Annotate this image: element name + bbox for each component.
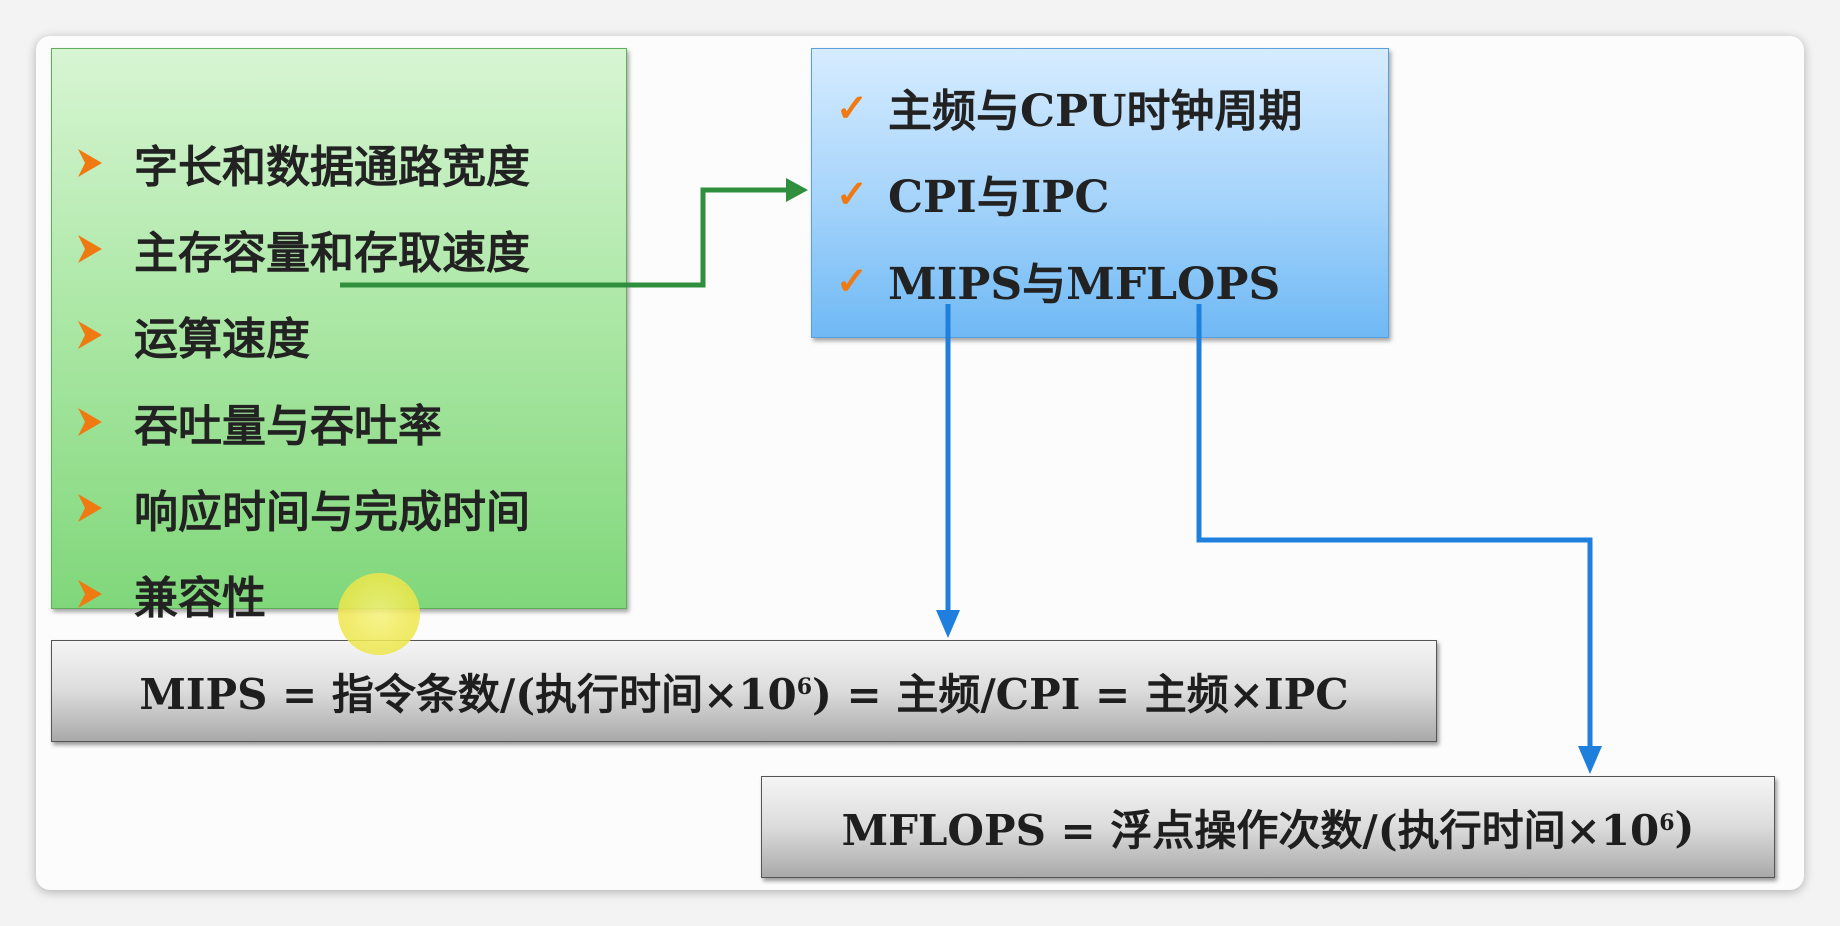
arrow-bullet-icon: [78, 149, 102, 177]
metric-item: 字长和数据通路宽度: [76, 133, 530, 193]
arrow-bullet-icon: [78, 235, 102, 263]
speed-item: ✓ 主频与CPU时钟周期: [836, 77, 1303, 138]
metric-label: 兼容性: [134, 573, 266, 624]
speed-label: MIPS与MFLOPS: [888, 259, 1281, 310]
metric-item: 兼容性: [76, 564, 266, 624]
cursor-highlight: [338, 573, 420, 655]
metric-label: 主存容量和存取速度: [134, 228, 530, 279]
metric-label: 字长和数据通路宽度: [134, 142, 530, 193]
checkmark-icon: ✓: [836, 170, 868, 216]
arrow-bullet-icon: [78, 494, 102, 522]
blue-connector-arrow-mflops: [1196, 304, 1602, 774]
arrow-bullet-icon: [78, 321, 102, 349]
speed-label: CPI与IPC: [888, 172, 1110, 223]
metric-item: 运算速度: [76, 305, 310, 365]
speed-label: 主频与CPU时钟周期: [888, 86, 1303, 137]
metric-label: 响应时间与完成时间: [134, 487, 530, 538]
metric-label: 运算速度: [134, 314, 310, 365]
speed-item: ✓ MIPS与MFLOPS: [836, 250, 1281, 311]
speed-item: ✓ CPI与IPC: [836, 163, 1110, 224]
mips-formula-exponent: 6: [796, 674, 813, 700]
green-connector-arrow: [340, 178, 808, 288]
checkmark-icon: ✓: [836, 84, 868, 130]
metric-item: 响应时间与完成时间: [76, 478, 530, 538]
arrow-bullet-icon: [78, 408, 102, 436]
metric-item: 主存容量和存取速度: [76, 219, 530, 279]
speed-metrics-box: ✓ 主频与CPU时钟周期 ✓ CPI与IPC ✓ MIPS与MFLOPS: [811, 48, 1389, 338]
checkmark-icon: ✓: [836, 257, 868, 303]
blue-connector-arrow-mips: [936, 304, 960, 638]
metric-label: 吞吐量与吞吐率: [134, 401, 442, 452]
mflops-formula-exponent: 6: [1659, 810, 1675, 836]
metric-item: 吞吐量与吞吐率: [76, 392, 442, 452]
mflops-formula-suffix: ): [1674, 802, 1695, 852]
arrow-bullet-icon: [78, 580, 102, 608]
mips-formula-suffix: ) = 主频/CPI = 主频×IPC: [812, 669, 1349, 719]
mflops-formula-prefix: MFLOPS = 浮点操作次数/(执行时间×10: [841, 805, 1660, 855]
mips-formula-prefix: MIPS = 指令条数/(执行时间×10: [139, 669, 797, 719]
performance-metrics-box: 字长和数据通路宽度 主存容量和存取速度 运算速度 吞吐量与吞吐率 响应时间与完成…: [51, 48, 627, 624]
